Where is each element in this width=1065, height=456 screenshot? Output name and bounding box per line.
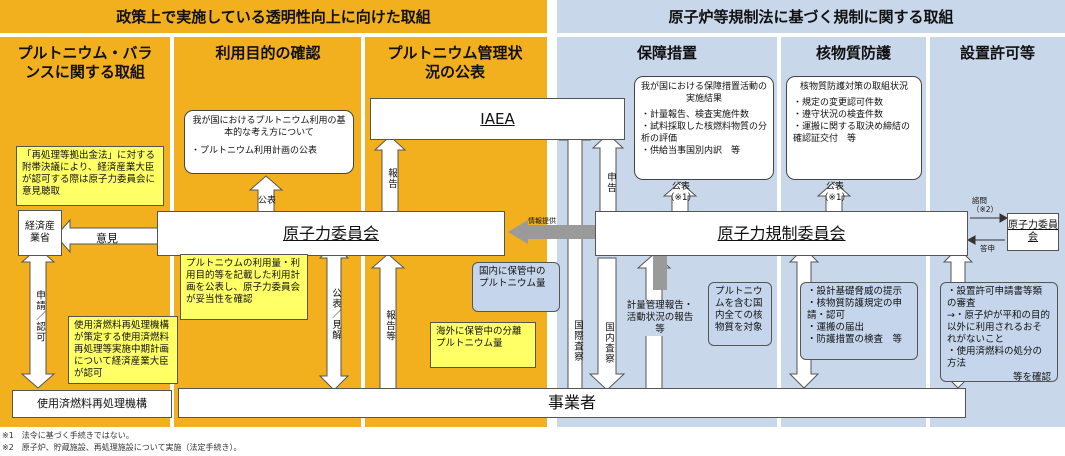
utility-label: 経済産業省 bbox=[25, 221, 55, 244]
jaec-box: 原子力委員会 bbox=[157, 211, 505, 256]
col-title-usage: 利用目的の確認 bbox=[215, 44, 321, 62]
ps-status-title: 核物質防護対策の取組状況 bbox=[799, 82, 908, 92]
label-answer: 答申 bbox=[980, 244, 995, 253]
jaec-small-box: 原子力委員会 bbox=[1007, 213, 1059, 251]
ps-items2-box: ・設計基礎脅威の提示 ・核物質防護規定の申請・認可 ・運搬の届出 ・防護措置の検… bbox=[800, 282, 918, 360]
iaea-label: IAEA bbox=[480, 110, 515, 128]
label-declare: 申告 bbox=[605, 172, 616, 193]
label-publish-view: 公表／見解 bbox=[330, 288, 341, 341]
permit-items: ・設置許可申請書等類の審査 →・原子炉が平和の目的以外に利用されるおそれがないこ… bbox=[947, 286, 1050, 369]
nra-box: 原子力規制委員会 bbox=[595, 211, 968, 256]
domestic-pu-box: 国内に保管中のプルトニウム量 bbox=[472, 262, 560, 312]
note-reprocessing-law: 「再処理等拠出金法」に対する附帯決議により、経済産業大臣が認可する際は原子力委員… bbox=[16, 146, 164, 206]
label-publish-note1: 公表 （※1） bbox=[665, 182, 697, 203]
ps-status-box: 核物質防護対策の取組状況 ・規定の変更認可件数 ・遵守状況の検査件数 ・運搬に関… bbox=[786, 76, 922, 180]
label-info-provide: 情報提供 bbox=[528, 217, 556, 225]
col-title-permit: 設置許可等 bbox=[959, 44, 1035, 62]
basic-concept-text: 我が国におけるプルトニウム利用の基本的な考え方について bbox=[192, 116, 346, 138]
permit-box: ・設置許可申請書等類の審査 →・原子炉が平和の目的以外に利用されるおそれがないこ… bbox=[940, 282, 1058, 383]
note-plan-approval: 使用済燃料再処理機構が策定する使用済燃料再処理等実施中期計画について経済産業大臣… bbox=[68, 316, 178, 384]
col-title-pu-status: プルトニウム管理状況の公表 bbox=[387, 44, 523, 81]
operators-box: 事業者 bbox=[178, 388, 966, 418]
left-header-bg bbox=[0, 0, 547, 33]
col-title-safeguards: 保障措置 bbox=[636, 44, 697, 62]
label-publish-note2: 公表 （※1） bbox=[819, 182, 851, 203]
col-title-security: 核物質防護 bbox=[815, 44, 891, 62]
label-intl-inspect: 国際査察 bbox=[572, 320, 583, 362]
iaea-box: IAEA bbox=[370, 98, 625, 140]
utility-box: 経済産業省 bbox=[18, 210, 62, 256]
label-opinion: 意見 bbox=[96, 232, 118, 245]
label-report-etc: 報告等 bbox=[384, 310, 395, 342]
col-title-pu-balance: プルトニウム・バランスに関する取組 bbox=[17, 44, 153, 81]
ps-status-items: ・規定の変更認可件数 ・遵守状況の検査件数 ・運搬に関する取決め締結の確認証交付… bbox=[793, 98, 911, 144]
basic-concept-item: ・プルトニウム利用計画の公表 bbox=[191, 146, 318, 156]
nra-label: 原子力規制委員会 bbox=[717, 223, 846, 243]
right-header-bg bbox=[557, 0, 1065, 33]
note-usage-confirm: プルトニウムの利用量・利用目的等を記載した利用計画を公表し、原子力委員会が妥当性… bbox=[180, 254, 308, 320]
label-dom-inspect: 国内査察 bbox=[603, 322, 614, 364]
basic-concept-box: 我が国におけるプルトニウム利用の基本的な考え方について ・プルトニウム利用計画の… bbox=[184, 110, 354, 174]
footnote-1: ※1 法令に基づく手続きではない。 bbox=[2, 431, 134, 440]
label-apply-approve: 申請／認可 bbox=[34, 290, 45, 343]
footnote-2: ※2 原子炉、貯蔵施設、再処理施設について実施（法定手続き）。 bbox=[2, 443, 242, 452]
permit-end: 等を確認 bbox=[1012, 372, 1051, 383]
sg-results-title: 我が国における保障措置活動の実施結果 bbox=[641, 82, 768, 104]
label-measure-report: 計量管理報告・活動状況の報告等 bbox=[626, 300, 694, 336]
sg-results-box: 我が国における保障措置活動の実施結果 ・計量報告、検査実施件数 ・試料採取した核… bbox=[634, 76, 774, 180]
pu-target-box: プルトニウムを含む国内全ての核物質を対象 bbox=[708, 282, 772, 346]
sg-results-items: ・計量報告、検査実施件数 ・試料採取した核燃料物質の分析の評価 ・供給当事国別内… bbox=[641, 110, 768, 156]
reprocessing-org-label: 使用済燃料再処理機構 bbox=[37, 397, 147, 410]
jaec-label: 原子力委員会 bbox=[282, 223, 379, 243]
left-header-title: 政策上で実施している透明性向上に向けた取組 bbox=[116, 8, 431, 26]
operators-label: 事業者 bbox=[547, 393, 596, 412]
note-overseas-pu: 海外に保管中の分離プルトニウム量 bbox=[430, 322, 536, 368]
reprocessing-org-box: 使用済燃料再処理機構 bbox=[12, 390, 172, 418]
jaec-small-label: 原子力委員会 bbox=[1008, 220, 1058, 243]
label-consult: 諮問 （※2） bbox=[972, 196, 999, 214]
right-header-title: 原子炉等規制法に基づく規制に関する取組 bbox=[668, 8, 954, 26]
label-report: 報告 bbox=[386, 168, 397, 189]
label-publish: 公表 bbox=[258, 196, 277, 206]
